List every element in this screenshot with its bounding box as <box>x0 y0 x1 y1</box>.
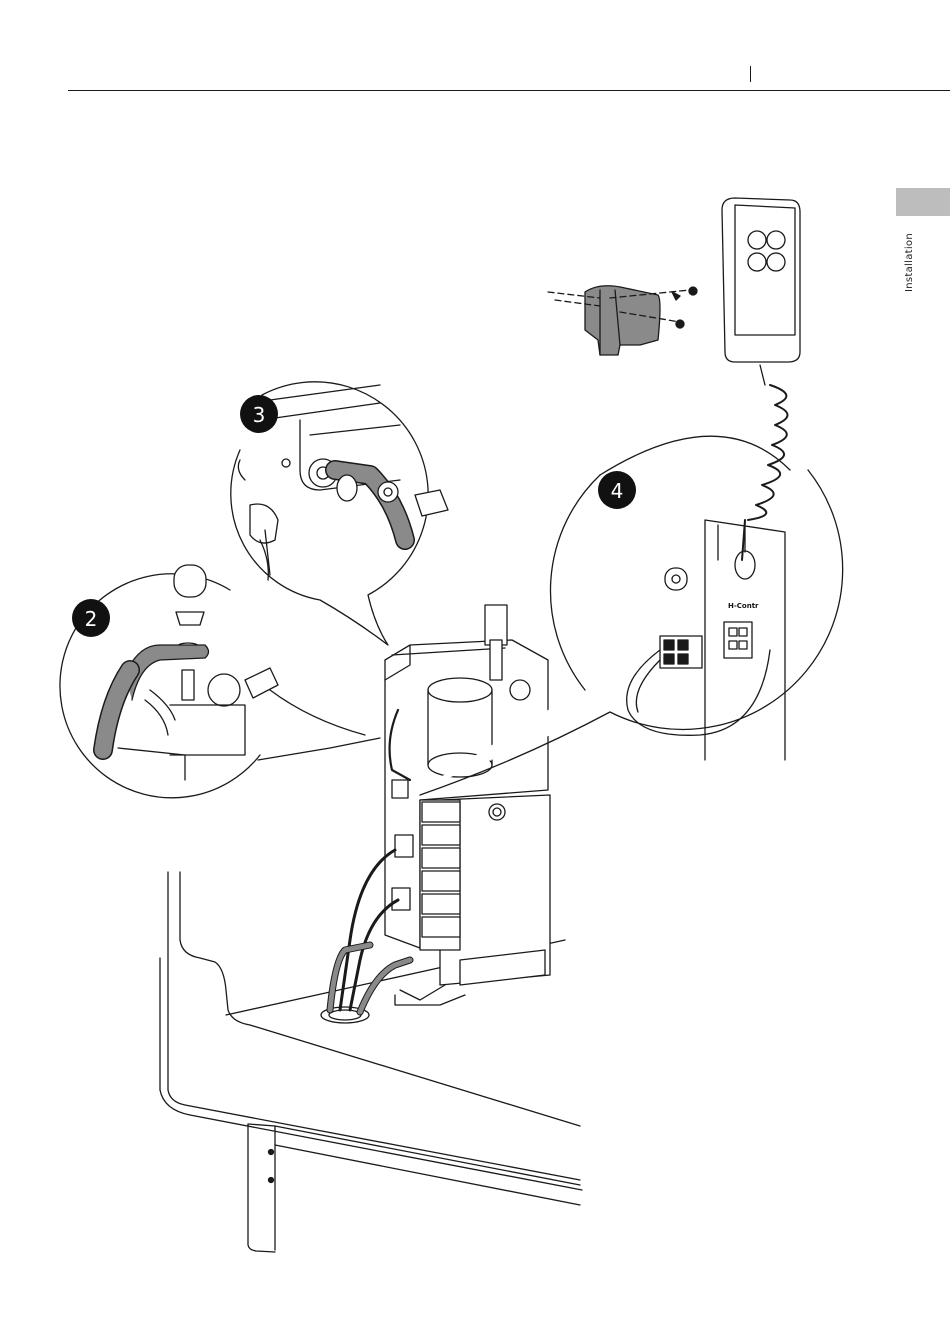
hydraulic-control-unit <box>330 605 550 1012</box>
control-panel-marking: H-Contr <box>728 602 759 610</box>
callout-number-3: 3 <box>253 403 266 427</box>
callout-number-4: 4 <box>611 479 624 503</box>
remote-holder-bracket <box>548 286 697 355</box>
callout-number-2: 2 <box>85 607 98 631</box>
